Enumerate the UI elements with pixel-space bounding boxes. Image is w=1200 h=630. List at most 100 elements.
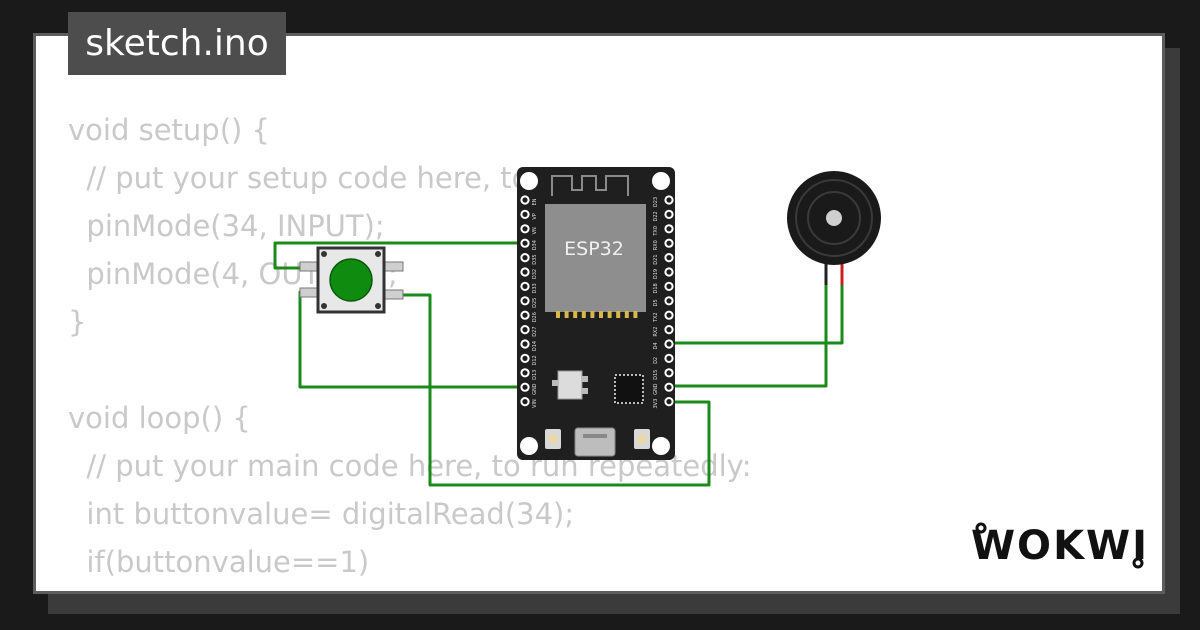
- pin-rx0[interactable]: [664, 238, 674, 248]
- pin-d34[interactable]: [520, 238, 530, 248]
- usb-chip: [614, 374, 644, 404]
- pin-label: D22: [653, 211, 659, 221]
- wokwi-logo-mark: WOKWI: [971, 522, 1148, 569]
- pin-label: D21: [653, 254, 659, 264]
- pin-label: D5: [653, 299, 659, 306]
- file-tab-label: sketch.ino: [85, 23, 269, 64]
- code-line: }: [68, 305, 87, 339]
- module-pad: [581, 311, 586, 318]
- pin-label: D27: [532, 326, 538, 336]
- pin-vin[interactable]: [520, 397, 530, 407]
- pin-label: D4: [653, 342, 659, 349]
- code-line: void loop() {: [68, 401, 251, 435]
- pin-tx0[interactable]: [664, 224, 674, 234]
- pin-d26[interactable]: [520, 310, 530, 320]
- pin-label: D12: [532, 355, 538, 365]
- pin-label: D15: [653, 370, 659, 380]
- pin-label: D23: [653, 197, 659, 207]
- pin-d27[interactable]: [520, 325, 530, 335]
- buzzer[interactable]: [787, 171, 881, 285]
- module-pad: [556, 311, 560, 318]
- pin-header-left: ENVPVND34D35D32D33D25D26D27D14D12D13GNDV…: [520, 195, 538, 408]
- pin-label: D25: [532, 298, 538, 308]
- module-pad: [564, 311, 569, 318]
- pin-3v3[interactable]: [664, 397, 674, 407]
- pin-label: 3V3: [653, 399, 659, 409]
- code-line: pinMode(34, INPUT);: [68, 209, 385, 243]
- wire-button-to-3v3[interactable]: [393, 293, 711, 487]
- pin-label: TX2: [653, 312, 659, 323]
- pin-d32[interactable]: [520, 267, 530, 277]
- pin-d23[interactable]: [664, 195, 674, 205]
- pin-d25[interactable]: [520, 296, 530, 306]
- wires: [273, 241, 844, 487]
- module-pad: [624, 311, 629, 318]
- code-line: if(buttonvalue==1): [68, 545, 370, 579]
- pin-label: D35: [532, 254, 538, 264]
- wire-button-to-d34[interactable]: [273, 241, 525, 270]
- pin-label: GND: [532, 383, 538, 395]
- pin-label: D33: [532, 283, 538, 293]
- pin-tx2[interactable]: [664, 310, 674, 320]
- pin-label: TX0: [653, 226, 659, 237]
- pin-d19[interactable]: [664, 267, 674, 277]
- boot-button[interactable]: [545, 429, 561, 449]
- pin-label: GND: [653, 383, 659, 395]
- code-line: // put your main code here, to run repea…: [68, 449, 752, 483]
- pin-vn[interactable]: [520, 224, 530, 234]
- code-line: // put your setup code here, to run once…: [68, 161, 677, 195]
- pin-label: VIN: [532, 399, 538, 408]
- pin-en[interactable]: [520, 195, 530, 205]
- pin-d21[interactable]: [664, 253, 674, 263]
- pin-vp[interactable]: [520, 209, 530, 219]
- wokwi-logo: WOKWI: [971, 519, 1148, 575]
- pin-label: D13: [532, 370, 538, 380]
- pin-d14[interactable]: [520, 339, 530, 349]
- pin-label: RX0: [653, 240, 659, 250]
- en-button[interactable]: [634, 429, 650, 449]
- module-pad: [633, 311, 638, 318]
- pin-d22[interactable]: [664, 209, 674, 219]
- pin-d2[interactable]: [664, 353, 674, 363]
- code-editor: void setup() { // put your setup code he…: [68, 106, 752, 591]
- pin-d12[interactable]: [520, 353, 530, 363]
- pin-d5[interactable]: [664, 296, 674, 306]
- module-pad: [590, 311, 595, 318]
- module-pad: [616, 311, 621, 318]
- pin-label: RX2: [653, 327, 659, 337]
- code-line: void setup() {: [68, 113, 270, 147]
- pushbutton[interactable]: [299, 246, 404, 314]
- usb-port: [574, 427, 616, 457]
- pin-d18[interactable]: [664, 281, 674, 291]
- pin-label: D32: [532, 269, 538, 279]
- esp32-module: [545, 204, 646, 312]
- wire-buzzer-to-d4[interactable]: [669, 285, 844, 345]
- pin-label: VP: [532, 213, 538, 219]
- pin-label: D19: [653, 269, 659, 279]
- pin-label: D2: [653, 357, 659, 364]
- pin-d13[interactable]: [520, 368, 530, 378]
- pin-gnd[interactable]: [520, 382, 530, 392]
- pin-d35[interactable]: [520, 253, 530, 263]
- pin-label: D14: [532, 341, 538, 351]
- module-pad: [599, 311, 603, 318]
- voltage-regulator: [557, 370, 583, 400]
- pin-d15[interactable]: [664, 368, 674, 378]
- button-cap[interactable]: [329, 258, 373, 302]
- file-tab-sketch[interactable]: sketch.ino: [68, 12, 286, 75]
- pin-gnd[interactable]: [664, 382, 674, 392]
- pin-label: D34: [532, 240, 538, 250]
- pin-label: D18: [653, 283, 659, 293]
- pin-rx2[interactable]: [664, 325, 674, 335]
- pin-label: D26: [532, 312, 538, 322]
- pin-d33[interactable]: [520, 281, 530, 291]
- esp32-board: ESP32 ENVPVND34D35D32D33D25D26D27D14D12D…: [517, 167, 675, 460]
- logo-text: WOKWI: [972, 523, 1148, 569]
- code-line: int buttonvalue= digitalRead(34);: [68, 497, 575, 531]
- module-pad: [573, 311, 578, 318]
- wire-buzzer-to-gnd-right[interactable]: [669, 285, 828, 388]
- pin-label: VN: [532, 227, 538, 234]
- pin-d4[interactable]: [664, 339, 674, 349]
- module-pads: [556, 311, 638, 318]
